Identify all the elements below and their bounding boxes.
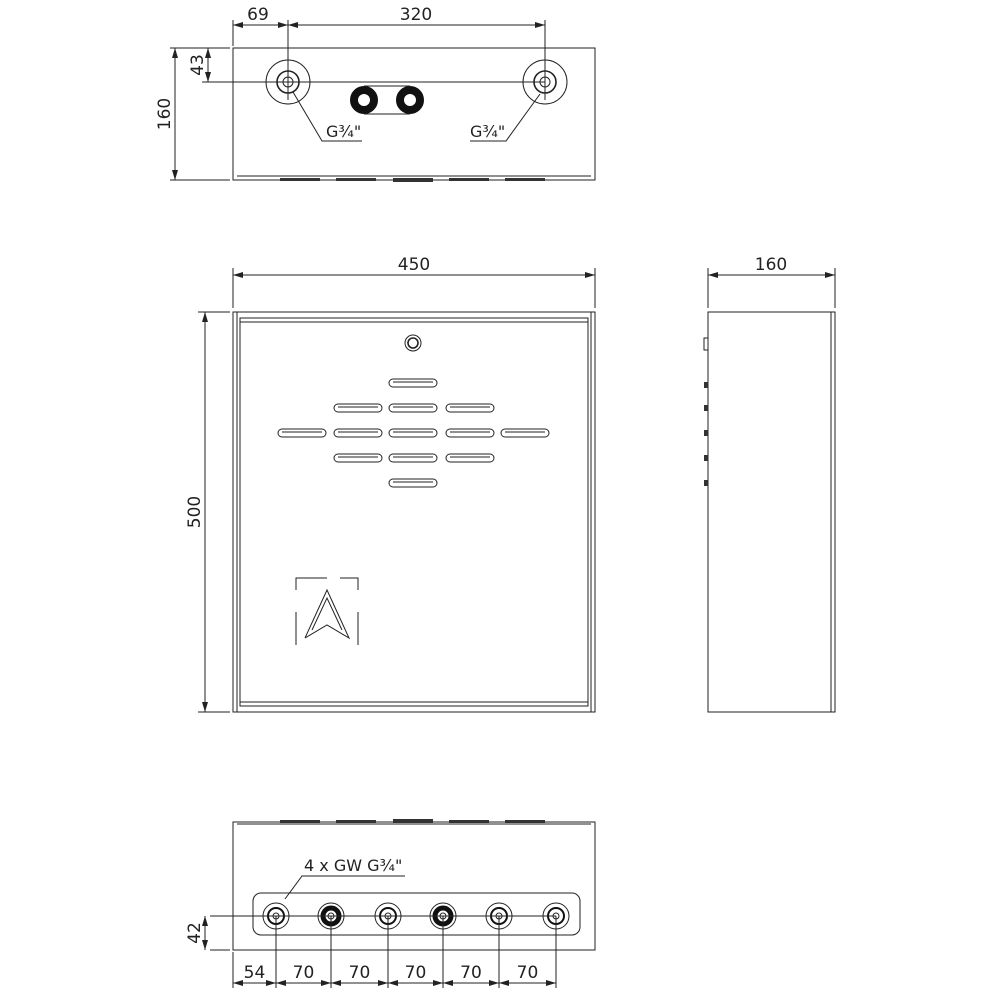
vent-slot: [500, 428, 550, 438]
dim-offset-label: 70: [293, 963, 315, 983]
vent-slot: [445, 403, 495, 413]
vent-slot: [388, 478, 438, 488]
dim-depth: 160: [155, 98, 175, 130]
top-view-outline: [232, 47, 596, 181]
vent-slot: [388, 378, 438, 388]
lock-icon: [404, 334, 422, 352]
dim-width: 450: [398, 255, 430, 275]
vent-slot: [388, 453, 438, 463]
top-view: 69 320 160 43 G¾" G¾": [155, 5, 596, 182]
connection-label-left: G¾": [326, 122, 361, 141]
vent-slot: [388, 403, 438, 413]
bottom-fitting: [542, 902, 570, 988]
vent-slot: [445, 428, 495, 438]
vent-slot: [333, 428, 383, 438]
dim-connection-height: 42: [185, 922, 205, 944]
side-view: 160: [703, 255, 836, 713]
cabinet-door: [239, 317, 589, 707]
dim-offset-label: 70: [405, 963, 427, 983]
vent-slot: [388, 428, 438, 438]
dim-offset-label: 70: [460, 963, 482, 983]
dim-height: 500: [185, 496, 205, 528]
side-outline: [707, 311, 836, 713]
front-view: 450 500: [185, 255, 596, 713]
dim-offset-label: 70: [517, 963, 539, 983]
fitting-left: [265, 59, 311, 105]
connections-label: 4 x GW G¾": [304, 856, 402, 875]
vent-slot: [333, 453, 383, 463]
side-dim-depth: 160: [755, 255, 787, 275]
bottom-view: 42 4 x GW G¾" 54 70 70 70 70 70: [185, 819, 596, 988]
dim-spacing: 320: [400, 5, 432, 25]
cabinet-outline: [232, 311, 596, 713]
bottom-outline: [232, 821, 596, 951]
dim-offset-label: 54: [244, 963, 266, 983]
logo-icon: [295, 577, 359, 645]
lock-rings: [350, 85, 424, 115]
vent-slot: [445, 453, 495, 463]
bottom-dimensions: 54 70 70 70 70 70: [232, 952, 556, 988]
vent-slot: [277, 428, 327, 438]
connection-panel: [252, 892, 581, 936]
ventilation-slots: [277, 378, 550, 488]
dim-left-offset: 69: [247, 5, 269, 25]
vent-slot: [333, 403, 383, 413]
dim-connection-depth: 43: [188, 54, 208, 76]
dim-offset-label: 70: [349, 963, 371, 983]
connection-label-right: G¾": [470, 122, 505, 141]
fitting-right: [522, 59, 568, 105]
